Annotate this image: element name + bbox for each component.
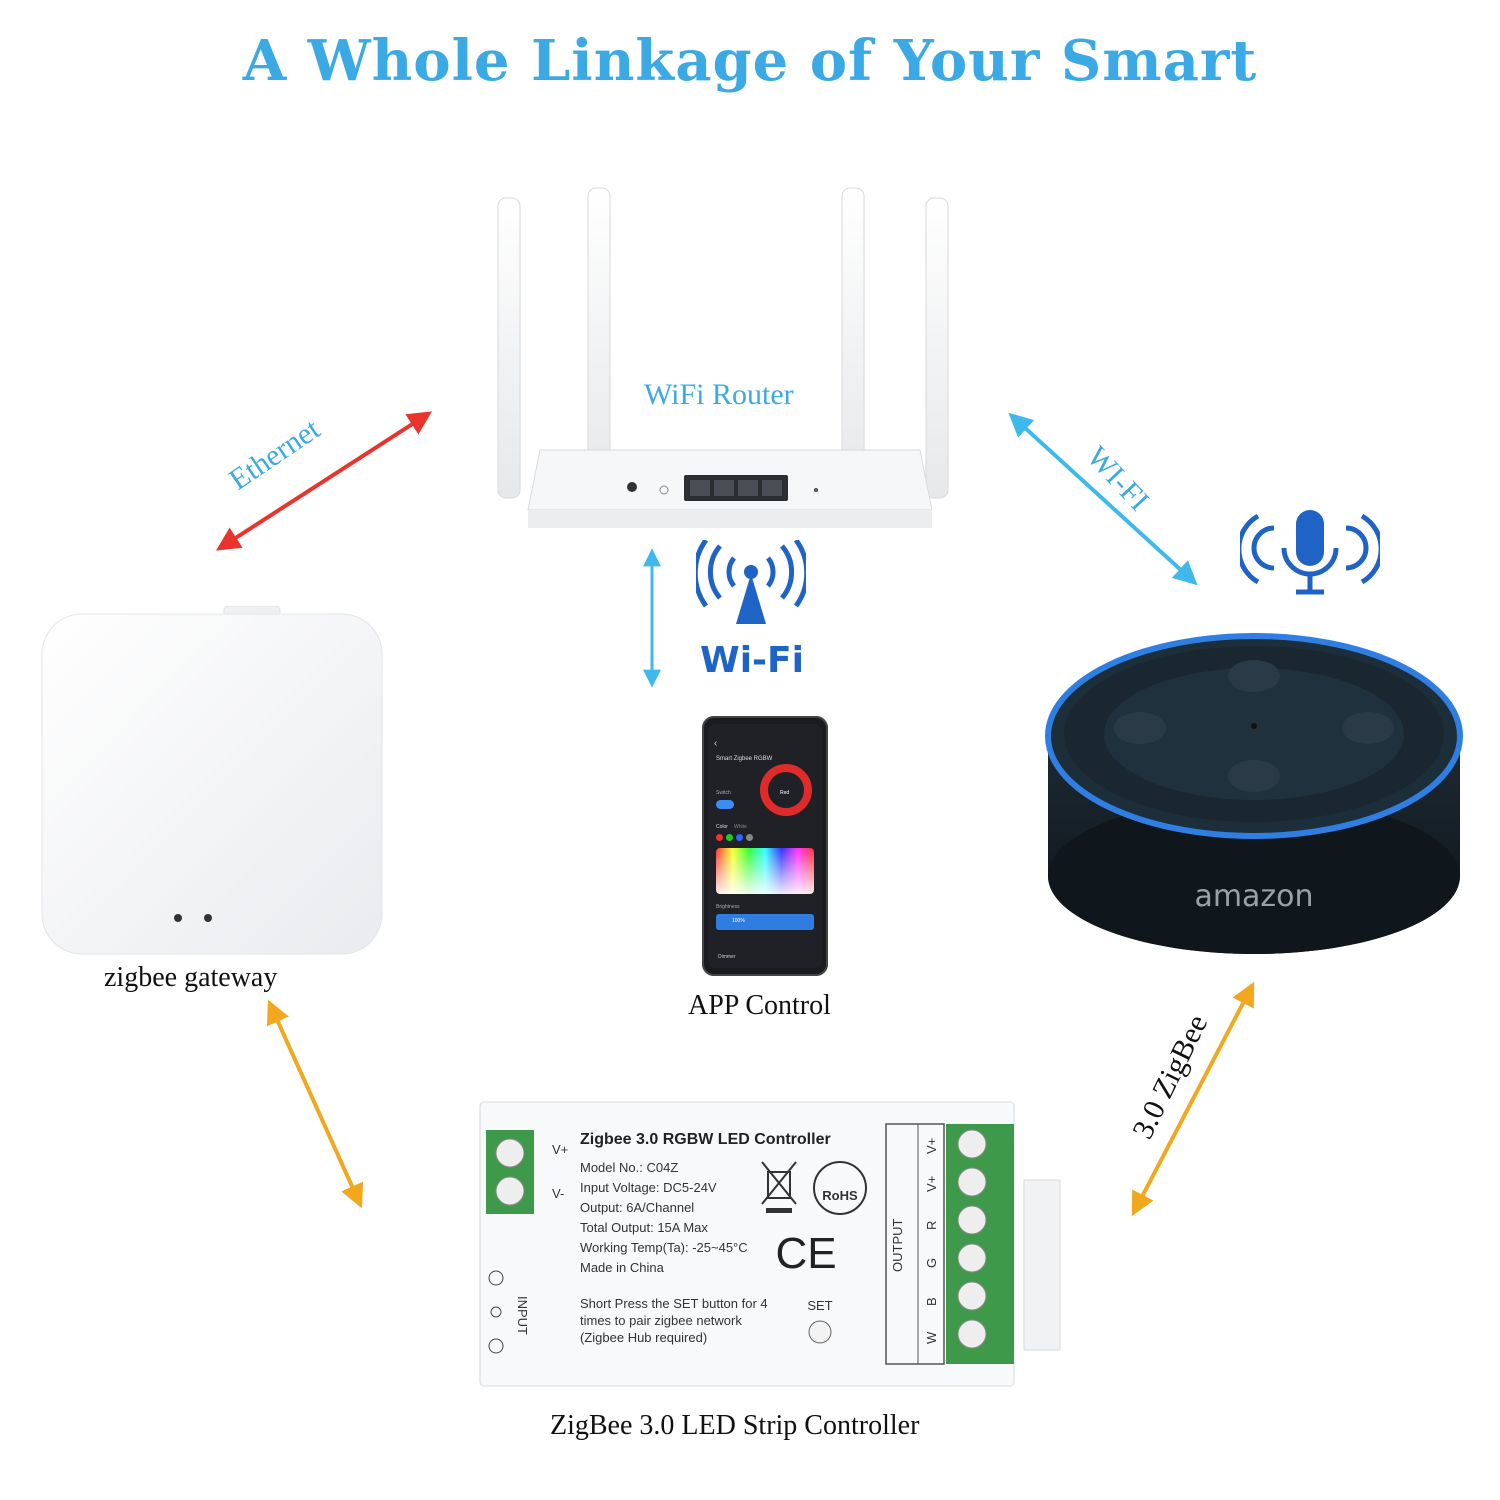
phone-switch-toggle[interactable]	[716, 800, 734, 809]
router-label: WiFi Router	[644, 378, 794, 411]
controller-instruction-line-2: (Zigbee Hub required)	[580, 1330, 707, 1345]
phone-color-picker[interactable]	[716, 848, 814, 894]
phone-screen: ‹ Smart Zigbee RGBW Red Switch Color Whi…	[708, 724, 822, 968]
controller-spec-line-4: Working Temp(Ta): -25~45°C	[580, 1240, 748, 1255]
output-terminal-2: R	[924, 1221, 939, 1230]
set-button[interactable]	[808, 1320, 832, 1344]
phone-brightness-value: 100%	[732, 918, 745, 924]
phone-color-swatches	[716, 834, 753, 841]
phone-white-tab[interactable]: White	[734, 824, 747, 830]
controller-spec-line-5: Made in China	[580, 1260, 665, 1275]
gateway-caption: zigbee gateway	[104, 962, 278, 993]
phone-color-wheel	[760, 764, 812, 816]
output-terminal-0: V+	[924, 1138, 939, 1154]
input-label: INPUT	[515, 1296, 530, 1335]
ce-mark: CE	[775, 1229, 836, 1278]
set-label: SET	[807, 1298, 832, 1313]
rohs-badge: RoHS	[813, 1161, 867, 1215]
phone-brightness-label: Brightness	[716, 904, 740, 910]
output-terminal-3: G	[924, 1258, 939, 1268]
output-terminal-4: B	[924, 1297, 939, 1306]
phone-tab-dimmer[interactable]: Dimmer	[718, 954, 736, 960]
input-terminal-vminus: V-	[552, 1186, 564, 1201]
controller-spec-line-1: Input Voltage: DC5-24V	[580, 1180, 717, 1195]
output-terminal-1: V+	[924, 1176, 939, 1192]
output-terminal-5: W	[924, 1331, 939, 1344]
zigbee-gateway	[41, 606, 383, 955]
phone-screen-title: Smart Zigbee RGBW	[716, 756, 773, 762]
page-title: A Whole Linkage of Your Smart	[242, 28, 1258, 94]
smart-speaker: amazon	[1045, 633, 1463, 954]
power-polarity-icon	[488, 1270, 504, 1354]
output-label: OUTPUT	[890, 1219, 905, 1273]
controller-spec-line-3: Total Output: 15A Max	[580, 1220, 708, 1235]
wifi-broadcast-icon	[696, 540, 806, 624]
controller-spec-line-0: Model No.: C04Z	[580, 1160, 678, 1175]
weee-bin-icon	[761, 1161, 797, 1213]
phone-switch-label: Switch	[716, 790, 731, 796]
controller-instruction-line-0: Short Press the SET button for 4	[580, 1296, 768, 1311]
phone-app: ‹ Smart Zigbee RGBW Red Switch Color Whi…	[702, 716, 828, 976]
wifi-app-label: Wi-Fi	[700, 640, 804, 681]
phone-caption: APP Control	[688, 990, 831, 1021]
controller-instruction-line-1: times to pair zigbee network	[580, 1313, 742, 1328]
output-terminals: V+ V+ R G B W	[924, 1138, 939, 1344]
phone-color-tab[interactable]: Color	[716, 824, 728, 830]
input-terminal-vplus: V+	[552, 1142, 568, 1157]
zigbee-gateway-arrow	[266, 999, 364, 1209]
controller-spec-line-2: Output: 6A/Channel	[580, 1200, 694, 1215]
phone-back-icon: ‹	[714, 738, 718, 749]
wifi-router	[497, 187, 949, 528]
ethernet-arrow	[215, 411, 433, 551]
rohs-text: RoHS	[822, 1188, 858, 1203]
controller-specs: Model No.: C04Z Input Voltage: DC5-24V Out…	[580, 1160, 748, 1275]
controller-caption: ZigBee 3.0 LED Strip Controller	[550, 1410, 920, 1441]
phone-brightness-slider[interactable]	[716, 914, 814, 930]
zigbee-speaker-arrow	[1131, 981, 1255, 1217]
voice-mic-icon	[1240, 510, 1380, 595]
controller-instructions: Short Press the SET button for 4 times to…	[580, 1296, 768, 1345]
wifi-speaker-arrow	[1008, 412, 1198, 586]
speaker-brand: amazon	[1194, 879, 1313, 914]
phone-mode-label: Red	[780, 790, 790, 796]
led-strip-controller: Zigbee 3.0 RGBW LED Controller Model No.…	[479, 1101, 1061, 1387]
controller-product-name: Zigbee 3.0 RGBW LED Controller	[580, 1131, 831, 1148]
